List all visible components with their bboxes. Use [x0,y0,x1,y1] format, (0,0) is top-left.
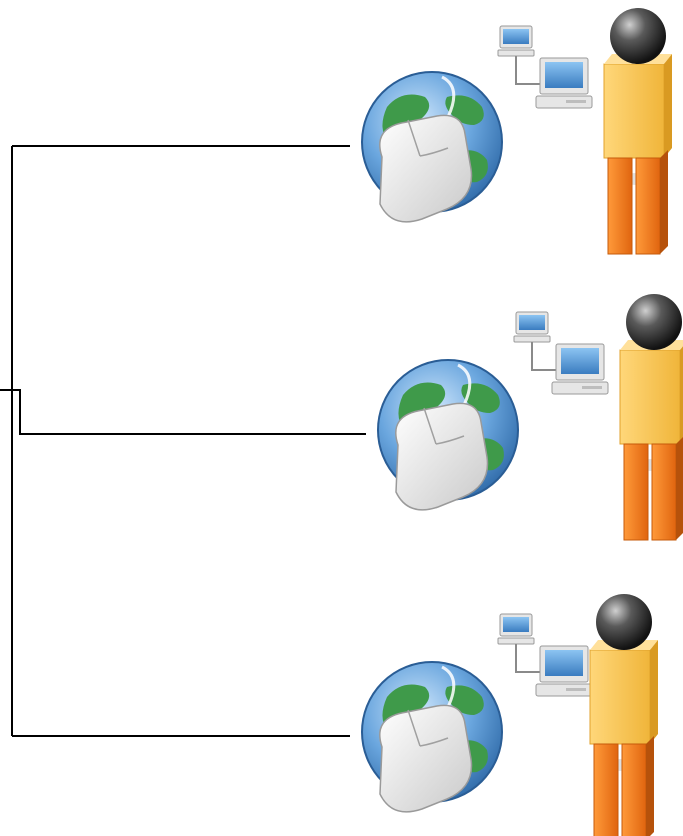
tree-connectors [0,145,366,737]
networked-computers-icon [497,25,593,109]
globe-mouse-icon [376,358,520,512]
connector-trunk [0,146,13,736]
networked-computers-icon [513,311,609,395]
network-node-2 [376,293,683,541]
network-node-1 [360,7,673,255]
person-icon [619,293,683,541]
person-icon [589,593,659,836]
network-node-3 [360,593,659,836]
networked-computers-icon [497,613,593,697]
globe-mouse-icon [360,70,504,224]
connector-branch-2 [12,389,366,435]
globe-mouse-icon [360,660,504,814]
person-icon [603,7,673,255]
